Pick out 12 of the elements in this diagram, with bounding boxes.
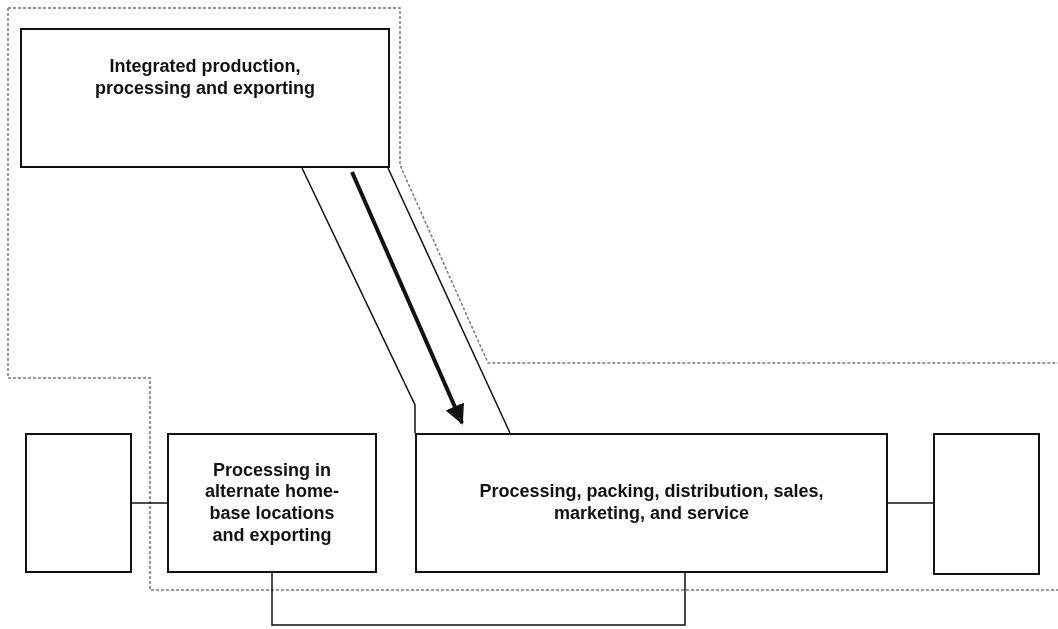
connector-line: [887, 502, 934, 504]
empty-box: [933, 433, 1040, 575]
box-label: Processing in alternate home-base locations and exporting: [203, 459, 340, 547]
connector-line: [271, 572, 686, 626]
connector-line: [131, 502, 168, 504]
process-box: [167, 433, 377, 573]
empty-box: [25, 433, 132, 573]
arrow: [350, 171, 464, 425]
process-box: [415, 433, 888, 573]
box-label: Integrated production, processing and exporting: [93, 56, 316, 100]
box-label: Processing, packing, distribution, sales, marketing, and service: [478, 481, 825, 525]
process-box: [20, 28, 390, 168]
